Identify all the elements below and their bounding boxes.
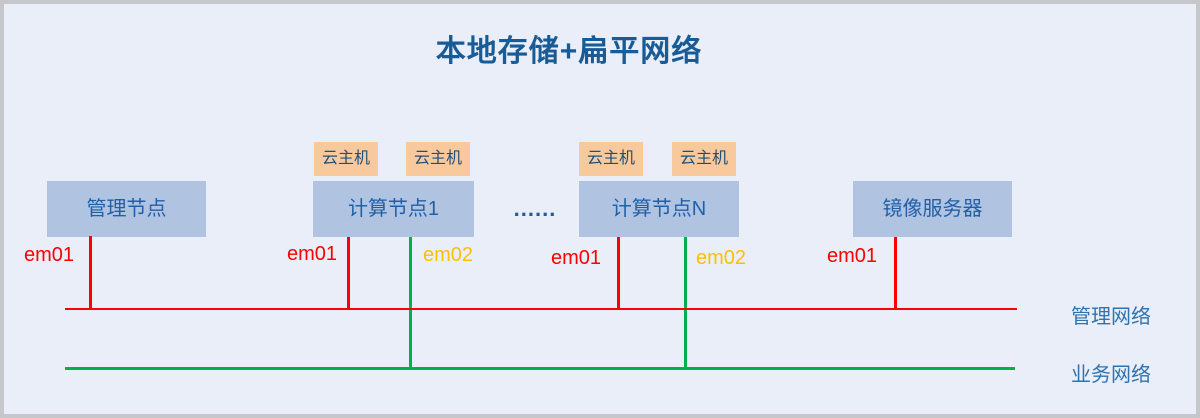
connector-compute1-em02 bbox=[409, 237, 412, 369]
management-network-line bbox=[65, 308, 1017, 310]
connector-image-server-em01 bbox=[894, 237, 897, 309]
node-image-server: 镜像服务器 bbox=[853, 181, 1012, 237]
cloud-host-box: 云主机 bbox=[672, 142, 736, 176]
node-compute-n: 计算节点N bbox=[579, 181, 739, 237]
port-label-em01-compute-n: em01 bbox=[551, 247, 602, 269]
diagram-title: 本地存储+扁平网络 bbox=[435, 35, 703, 68]
port-label-em02-compute-n: em02 bbox=[696, 247, 747, 269]
node-management: 管理节点 bbox=[47, 181, 206, 237]
port-label-em01-image-server: em01 bbox=[827, 245, 878, 267]
connector-compute1-em01 bbox=[347, 237, 350, 309]
business-network-line bbox=[65, 367, 1015, 370]
more-nodes-ellipsis: ...... bbox=[513, 196, 557, 221]
connector-compute-n-em02 bbox=[684, 237, 687, 369]
port-label-em01-management: em01 bbox=[24, 244, 75, 266]
cloud-host-box: 云主机 bbox=[579, 142, 643, 176]
management-network-label: 管理网络 bbox=[1071, 306, 1151, 328]
connector-compute-n-em01 bbox=[617, 237, 620, 309]
port-label-em02-compute1: em02 bbox=[423, 244, 474, 266]
port-label-em01-compute1: em01 bbox=[287, 243, 338, 265]
cloud-host-box: 云主机 bbox=[406, 142, 470, 176]
node-compute-1: 计算节点1 bbox=[313, 181, 474, 237]
connector-management-em01 bbox=[89, 236, 92, 308]
business-network-label: 业务网络 bbox=[1071, 364, 1151, 386]
cloud-host-box: 云主机 bbox=[314, 142, 378, 176]
